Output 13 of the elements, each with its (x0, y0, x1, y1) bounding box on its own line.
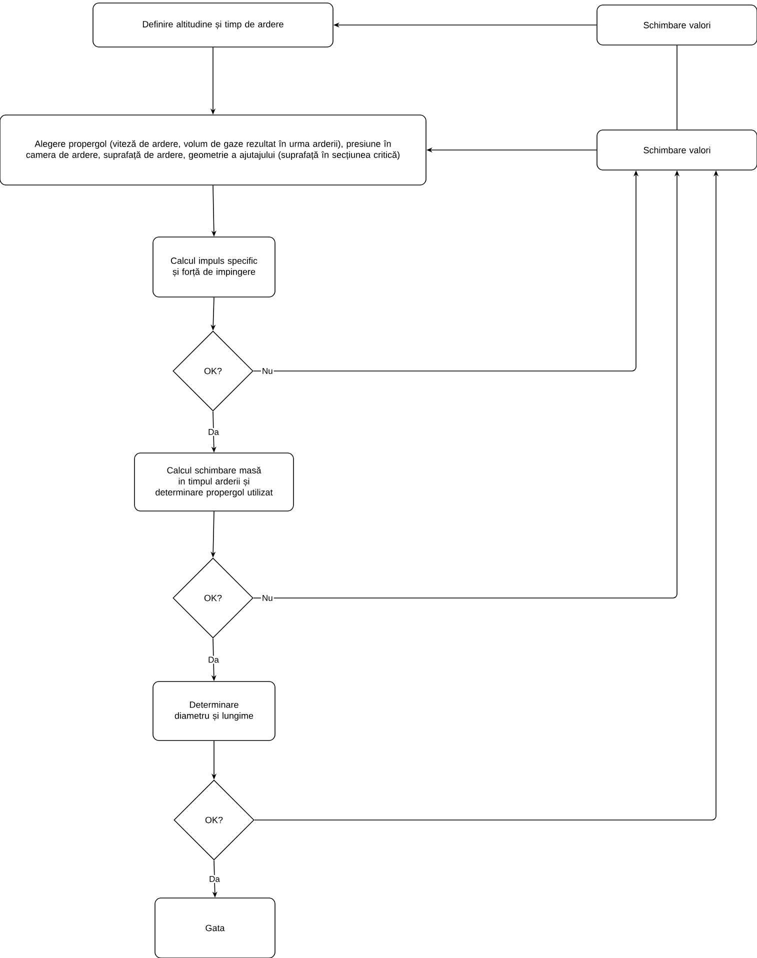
edge-label: Da (207, 428, 220, 436)
process-box: Gata (154, 898, 276, 958)
process-box: Schimbare valori (596, 4, 757, 46)
edge-label: Da (208, 875, 221, 883)
process-box: Definire altitudine și timp de ardere (92, 2, 334, 48)
process-box: Calcul impuls specific și forță de impingere (152, 236, 276, 298)
process-box: Determinare diametru și lungime (152, 681, 276, 741)
edge-label: Nu (260, 594, 274, 602)
process-box: Schimbare valori (596, 130, 757, 170)
process-box: Alegere propergol (viteză de ardere, volum de gaze rezultat în urma arderii), presiune în camera de ardere, suprafață de ardere, geometrie a ajutajului (suprafață în secțiunea critică) (0, 114, 426, 186)
process-box: Calcul schimbare masă in timpul arderii și determinare propergol utilizat (134, 452, 294, 512)
edge-label: Da (207, 656, 220, 664)
edge-label: Nu (260, 367, 274, 375)
